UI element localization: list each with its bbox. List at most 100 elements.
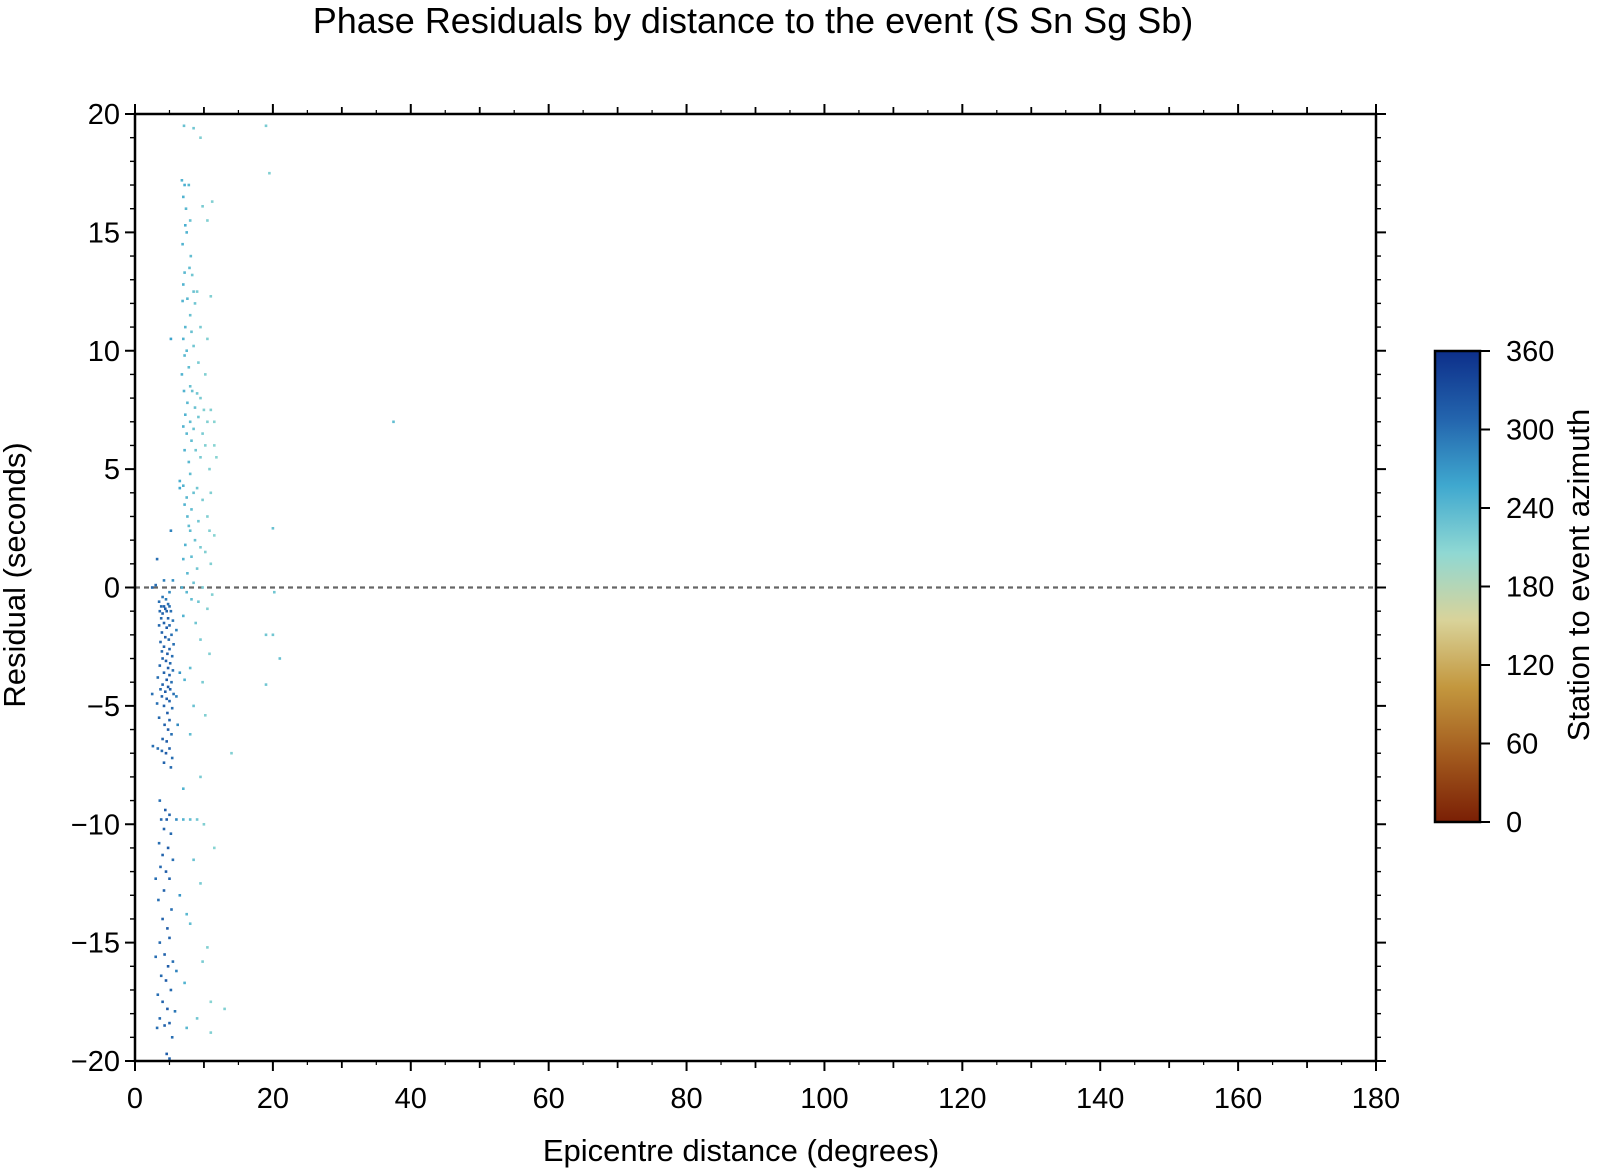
data-point: [192, 704, 195, 708]
data-point: [188, 818, 192, 821]
data-point: [202, 823, 206, 826]
data-point: [181, 299, 184, 303]
data-point: [202, 408, 206, 412]
x-tick-label: 120: [938, 1083, 986, 1115]
data-point: [166, 1007, 169, 1011]
data-point: [171, 579, 175, 582]
data-point: [156, 676, 160, 679]
data-point: [154, 877, 157, 880]
data-point: [159, 865, 162, 869]
data-point: [190, 508, 193, 511]
data-point: [164, 751, 168, 755]
data-point: [195, 486, 199, 490]
data-point: [215, 456, 218, 459]
data-point: [165, 818, 168, 821]
data-point: [159, 818, 163, 821]
data-point: [183, 448, 186, 452]
data-point: [170, 680, 173, 684]
data-point: [185, 231, 188, 234]
data-point: [182, 557, 185, 561]
data-point: [165, 1052, 168, 1056]
data-point: [185, 912, 188, 916]
data-point: [201, 960, 204, 963]
data-point: [168, 699, 171, 703]
data-point: [164, 979, 168, 982]
data-point: [192, 344, 195, 348]
data-point: [159, 974, 163, 978]
data-point: [204, 444, 207, 447]
data-point: [168, 624, 171, 627]
colorbar-tick-label: 120: [1506, 650, 1554, 682]
data-point: [160, 650, 164, 653]
data-point: [161, 853, 164, 857]
data-point: [188, 666, 192, 670]
data-point: [178, 479, 182, 483]
data-point: [213, 534, 216, 537]
data-point: [171, 960, 175, 963]
data-point: [171, 619, 175, 622]
y-tick-label: 20: [88, 99, 120, 131]
data-point: [192, 126, 195, 130]
data-point: [154, 583, 157, 587]
data-point: [182, 337, 185, 341]
data-point: [201, 498, 204, 502]
data-point: [168, 813, 171, 817]
data-point: [166, 711, 169, 715]
data-point: [166, 927, 169, 930]
plot-area: [135, 114, 1376, 1061]
y-tick-label: −10: [71, 809, 120, 841]
y-tick-label: 10: [88, 336, 120, 368]
plot-background: [135, 114, 1376, 1061]
x-axis-label: Epicentre distance (degrees): [543, 1133, 939, 1168]
data-point: [154, 955, 157, 959]
data-point: [199, 546, 202, 549]
data-point: [164, 870, 168, 873]
data-point: [165, 678, 168, 682]
data-point: [188, 922, 192, 925]
data-point: [264, 633, 268, 637]
data-point: [185, 432, 188, 435]
data-point: [182, 484, 185, 487]
data-point: [184, 224, 187, 227]
data-point: [168, 590, 171, 594]
data-point: [264, 683, 268, 686]
data-point: [184, 207, 188, 210]
data-point: [187, 460, 191, 464]
data-point: [223, 1007, 226, 1011]
data-point: [197, 361, 200, 364]
x-tick-label: 180: [1352, 1083, 1400, 1115]
data-point: [181, 242, 184, 246]
y-axis-label: Residual (seconds): [0, 442, 32, 707]
data-point: [155, 702, 159, 705]
data-point: [168, 936, 171, 940]
data-point: [175, 818, 178, 821]
data-point: [161, 657, 164, 660]
data-point: [188, 385, 192, 388]
data-point: [182, 787, 185, 790]
data-point: [157, 624, 161, 627]
data-point: [195, 392, 199, 395]
data-point: [169, 529, 173, 532]
data-point: [183, 183, 186, 187]
data-point: [209, 1000, 213, 1004]
y-tick-label: −15: [71, 928, 120, 960]
data-point: [150, 692, 154, 696]
data-point: [184, 543, 187, 547]
data-point: [192, 290, 195, 293]
data-point: [168, 662, 172, 665]
data-point: [150, 586, 154, 589]
data-point: [184, 325, 187, 329]
data-point: [197, 415, 200, 419]
data-point: [160, 749, 164, 753]
data-point: [167, 638, 171, 641]
data-point: [199, 456, 202, 459]
data-point: [164, 690, 167, 693]
data-point: [193, 538, 197, 542]
data-point: [180, 373, 184, 376]
x-tick-label: 100: [800, 1083, 848, 1115]
data-point: [208, 652, 211, 656]
data-point: [190, 439, 193, 442]
data-point: [192, 427, 195, 431]
